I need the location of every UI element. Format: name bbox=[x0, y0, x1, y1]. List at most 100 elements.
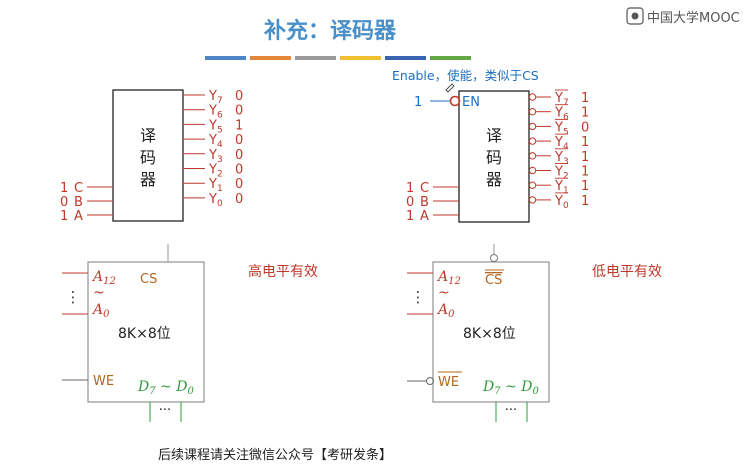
input-name: C bbox=[420, 181, 429, 196]
output-value: 0 bbox=[235, 133, 243, 148]
addr-tilde: ~ bbox=[438, 285, 450, 301]
active-low-caption: 低电平有效 bbox=[592, 264, 662, 280]
cs-label: CS bbox=[140, 272, 157, 287]
output-pin-y2: Y2 0 bbox=[183, 163, 243, 180]
output-name: Y6 bbox=[554, 106, 569, 123]
addr-top-label: A12 bbox=[436, 269, 461, 287]
chip-size: 8K×8位 bbox=[118, 326, 171, 342]
mooc-logo-icon bbox=[626, 7, 644, 25]
output-pin-y4: Y4 0 bbox=[183, 133, 243, 150]
input-name: B bbox=[420, 195, 429, 210]
output-bubble bbox=[528, 108, 537, 116]
data-bus-label: D7 ~ D0 bbox=[482, 379, 539, 397]
addr-bottom-label: A0 bbox=[91, 302, 110, 320]
output-name: Y3 bbox=[208, 148, 223, 165]
output-name: Y7 bbox=[208, 89, 223, 106]
output-value: 0 bbox=[235, 192, 243, 207]
output-value: 0 bbox=[235, 104, 243, 119]
output-bubble bbox=[528, 196, 537, 204]
addr-tilde: ~ bbox=[93, 285, 105, 301]
color-stripes bbox=[205, 56, 471, 60]
output-value: 1 bbox=[581, 179, 589, 194]
output-name: Y1 bbox=[554, 179, 569, 196]
color-stripe bbox=[385, 56, 426, 60]
output-name: Y1 bbox=[208, 177, 223, 194]
active-high-caption: 高电平有效 bbox=[248, 263, 318, 280]
data-bus-label: D7 ~ D0 bbox=[137, 379, 194, 397]
cs-label: CS bbox=[485, 273, 502, 288]
decoder-label-2: 码 bbox=[486, 148, 502, 167]
output-pin-y3: Y3 0 bbox=[183, 148, 243, 165]
output-bubble bbox=[528, 166, 537, 175]
enable-label: EN bbox=[462, 95, 480, 110]
input-name: A bbox=[74, 209, 83, 224]
output-name: Y5 bbox=[554, 120, 569, 137]
output-name: Y2 bbox=[208, 163, 223, 180]
color-stripe bbox=[340, 56, 381, 60]
output-pin-y2: Y2 1 bbox=[528, 163, 589, 182]
output-pin-y0: Y0 1 bbox=[528, 192, 589, 211]
color-stripe bbox=[250, 56, 291, 60]
output-name: Y2 bbox=[554, 165, 569, 182]
output-value: 1 bbox=[581, 150, 589, 165]
input-value: 1 bbox=[60, 209, 68, 224]
output-name: Y3 bbox=[554, 150, 569, 167]
output-value: 0 bbox=[235, 163, 243, 178]
output-value: 1 bbox=[581, 165, 589, 180]
output-pin-y7: Y7 0 bbox=[183, 89, 243, 106]
left-memory-chip: ⋮ A12 ~ A0 CS 8K×8位 WE D7 ~ D0 ··· 高电平有效 bbox=[62, 244, 318, 422]
output-bubble bbox=[528, 137, 537, 145]
enable-annotation: Enable，使能，类似于CS bbox=[392, 68, 539, 83]
addr-bottom-label: A0 bbox=[436, 302, 455, 320]
decoder-label-3: 器 bbox=[140, 170, 156, 189]
decoder-box bbox=[112, 89, 184, 222]
input-value: 0 bbox=[60, 195, 68, 210]
footer-text: 后续课程请关注微信公众号【考研发条】 bbox=[158, 447, 392, 463]
slide-title: 补充：译码器 bbox=[263, 18, 397, 44]
decoder-label-3: 器 bbox=[486, 170, 502, 189]
output-value: 1 bbox=[581, 106, 589, 121]
chip-box bbox=[432, 261, 550, 403]
output-pin-y7: Y7 1 bbox=[528, 89, 589, 108]
input-name: A bbox=[420, 209, 429, 224]
output-bubble bbox=[528, 93, 537, 101]
right-memory-chip: ⋮ A12 ~ A0 CS 8K×8位 WE D7 ~ D0 ··· 低电平有效 bbox=[407, 244, 662, 422]
addr-vdots: ⋮ bbox=[411, 288, 426, 306]
pointer-icon bbox=[445, 83, 455, 93]
enable-value: 1 bbox=[414, 95, 422, 110]
output-value: 0 bbox=[235, 148, 243, 163]
output-value: 1 bbox=[581, 194, 589, 209]
output-name: Y4 bbox=[554, 135, 569, 152]
output-value: 1 bbox=[581, 91, 589, 106]
watermark: 中国大学MOOC bbox=[626, 7, 740, 26]
chip-size: 8K×8位 bbox=[463, 326, 516, 342]
output-bubble bbox=[528, 181, 537, 189]
output-value: 0 bbox=[235, 89, 243, 104]
output-bubble bbox=[528, 152, 537, 160]
input-value: 0 bbox=[406, 195, 414, 210]
we-label: WE bbox=[438, 375, 459, 390]
we-bubble bbox=[426, 377, 434, 385]
output-name: Y7 bbox=[554, 91, 569, 108]
we-label: WE bbox=[93, 374, 114, 389]
input-value: 1 bbox=[406, 181, 414, 196]
output-name: Y6 bbox=[208, 104, 223, 121]
cs-pin-bubble bbox=[490, 254, 498, 262]
output-name: Y0 bbox=[554, 194, 569, 211]
output-bubble bbox=[528, 122, 537, 131]
output-name: Y4 bbox=[208, 133, 223, 150]
input-value: 1 bbox=[406, 209, 414, 224]
output-name: Y0 bbox=[208, 192, 223, 209]
color-stripe bbox=[205, 56, 246, 60]
color-stripe bbox=[430, 56, 471, 60]
